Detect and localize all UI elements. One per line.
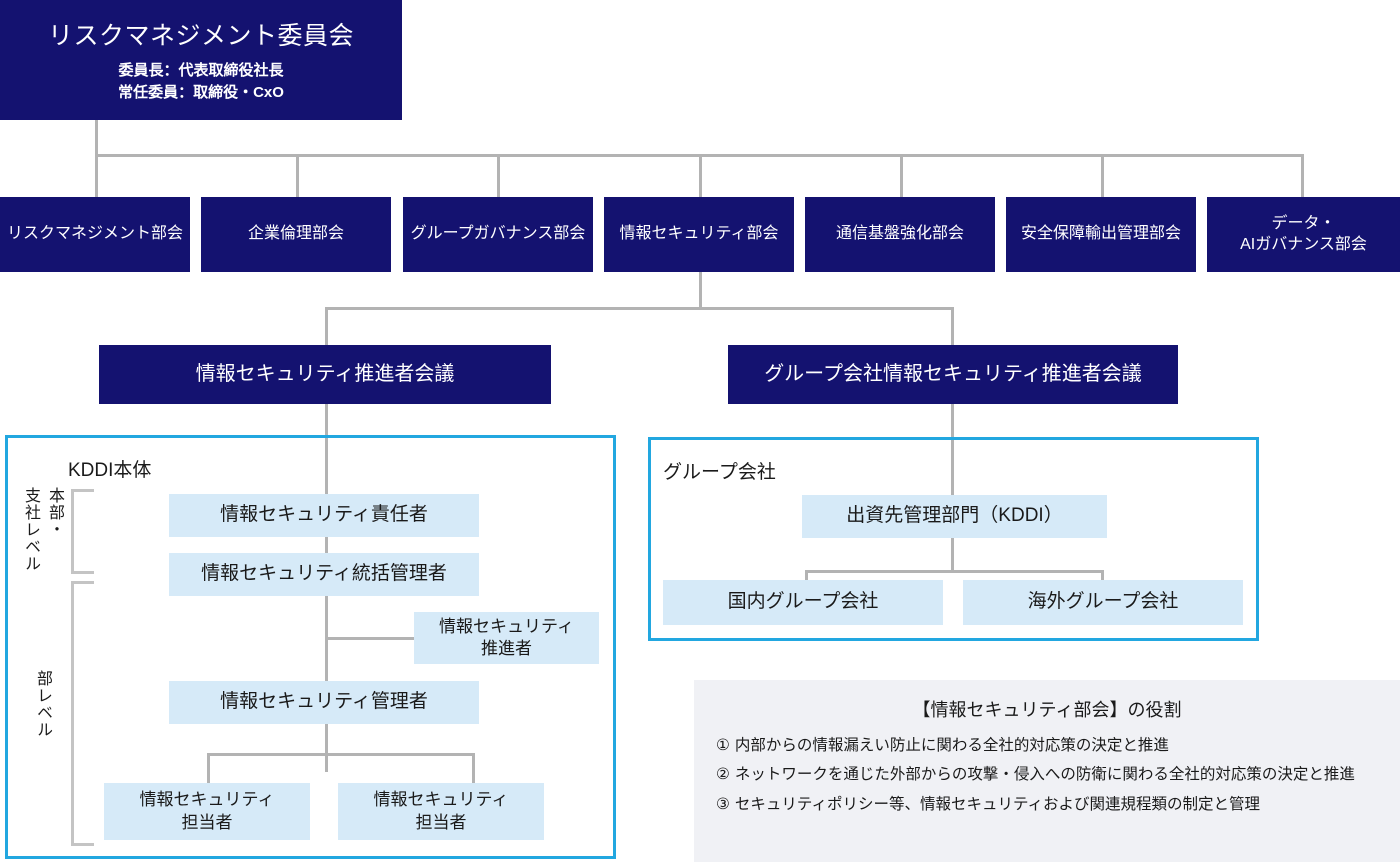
node-domestic-group-companies[interactable]: 国内グループ会社 — [663, 580, 943, 625]
connector-group-spine — [951, 404, 954, 496]
role-number-2: ② — [716, 766, 730, 784]
connector-drop-4 — [699, 154, 702, 198]
kddi-promoter-meeting-box[interactable]: 情報セキュリティ推進者会議 — [99, 345, 551, 404]
node-investee-management-department[interactable]: 出資先管理部門（KDDI） — [802, 495, 1107, 538]
committee-title: リスクマネジメント委員会 — [47, 21, 354, 50]
connector-drop-group-meeting — [951, 307, 954, 347]
bracket-department — [71, 581, 94, 846]
group-promoter-meeting-box[interactable]: グループ会社情報セキュリティ推進者会議 — [728, 345, 1178, 404]
role-text-3: セキュリティポリシー等、情報セキュリティおよび関連規程類の制定と管理 — [734, 795, 1261, 813]
node-information-security-general-manager[interactable]: 情報セキュリティ統括管理者 — [169, 553, 479, 596]
connector-drop-7 — [1301, 154, 1304, 198]
infosec-subcommittee-roles-panel: 【情報セキュリティ部会】の役割 ① 内部からの情報漏えい防止に関わる全社的対応策… — [694, 680, 1400, 862]
role-number-3: ③ — [716, 795, 730, 813]
subcommittee-box-risk-management[interactable]: リスクマネジメント部会 — [0, 197, 190, 272]
node-information-security-staff-right[interactable]: 情報セキュリティ 担当者 — [338, 783, 544, 840]
role-item-2: ② ネットワークを通じた外部からの攻撃・侵入への防衛に関わる全社的対応策の決定と… — [716, 764, 1378, 786]
role-text-2: ネットワークを通じた外部からの攻撃・侵入への防衛に関わる全社的対応策の決定と推進 — [734, 766, 1355, 784]
subcommittee-box-group-governance[interactable]: グループガバナンス部会 — [403, 197, 593, 272]
level-label-hq-branch-line1: 本部・ — [46, 487, 63, 538]
connector-overseas-drop — [1101, 570, 1104, 589]
subcommittee-box-information-security[interactable]: 情報セキュリティ部会 — [604, 197, 794, 272]
bracket-hq-branch — [71, 489, 94, 574]
node-information-security-promoter[interactable]: 情報セキュリティ 推進者 — [414, 612, 599, 664]
kddi-panel-label: KDDI本体 — [68, 460, 152, 481]
subcommittee-box-network-infrastructure[interactable]: 通信基盤強化部会 — [805, 197, 995, 272]
group-companies-panel — [648, 437, 1259, 641]
level-label-hq-branch: 本部・ 支社レベル — [18, 487, 66, 572]
role-item-3: ③ セキュリティポリシー等、情報セキュリティおよび関連規程類の制定と管理 — [716, 794, 1378, 816]
node-information-security-staff-left[interactable]: 情報セキュリティ 担当者 — [104, 783, 310, 840]
roles-panel-title: 【情報セキュリティ部会】の役割 — [912, 700, 1182, 720]
node-information-security-officer[interactable]: 情報セキュリティ責任者 — [169, 494, 479, 537]
level-label-hq-branch-line2: 支社レベル — [22, 487, 39, 572]
members-text: 常任委員：取締役・CxO — [118, 84, 284, 101]
connector-staff-left-drop — [207, 753, 210, 783]
committee-chair-line: 委員長：代表取締役社長 常任委員：取締役・CxO — [118, 60, 284, 105]
node-information-security-manager[interactable]: 情報セキュリティ管理者 — [169, 681, 479, 724]
connector-header-down — [95, 120, 98, 157]
node-overseas-group-companies[interactable]: 海外グループ会社 — [963, 580, 1243, 625]
connector-investee-down — [951, 538, 954, 571]
connector-group-bus — [805, 570, 1104, 573]
group-panel-label: グループ会社 — [663, 462, 776, 483]
roles-list: ① 内部からの情報漏えい防止に関わる全社的対応策の決定と推進 ② ネットワークを… — [716, 735, 1378, 816]
connector-bus-meetings — [325, 307, 954, 310]
connector-drop-6 — [1101, 154, 1104, 198]
connector-drop-5 — [900, 154, 903, 198]
connector-manager-to-staff-bus — [207, 753, 475, 756]
connector-promoter-branch — [325, 637, 415, 640]
connector-domestic-drop — [805, 570, 808, 589]
subcommittee-box-security-export-control[interactable]: 安全保障輸出管理部会 — [1006, 197, 1196, 272]
kddi-panel — [5, 435, 616, 859]
connector-staff-right-drop — [472, 753, 475, 783]
connector-drop-2 — [296, 154, 299, 198]
connector-drop-kddi-meeting — [325, 307, 328, 347]
chair-text: 委員長：代表取締役社長 — [118, 61, 284, 79]
role-number-1: ① — [716, 737, 730, 754]
subcommittee-box-corporate-ethics[interactable]: 企業倫理部会 — [201, 197, 391, 272]
subcommittee-box-data-ai-governance[interactable]: データ・ AIガバナンス部会 — [1207, 197, 1400, 272]
role-item-1: ① 内部からの情報漏えい防止に関わる全社的対応策の決定と推進 — [716, 735, 1378, 757]
role-text-1: 内部からの情報漏えい防止に関わる全社的対応策の決定と推進 — [734, 737, 1169, 754]
connector-infosec-down — [699, 272, 702, 310]
risk-management-committee-box: リスクマネジメント委員会 委員長：代表取締役社長 常任委員：取締役・CxO — [0, 0, 402, 120]
connector-drop-3 — [497, 154, 500, 198]
connector-drop-1 — [95, 154, 98, 198]
level-label-department: 部レベル — [34, 670, 51, 738]
